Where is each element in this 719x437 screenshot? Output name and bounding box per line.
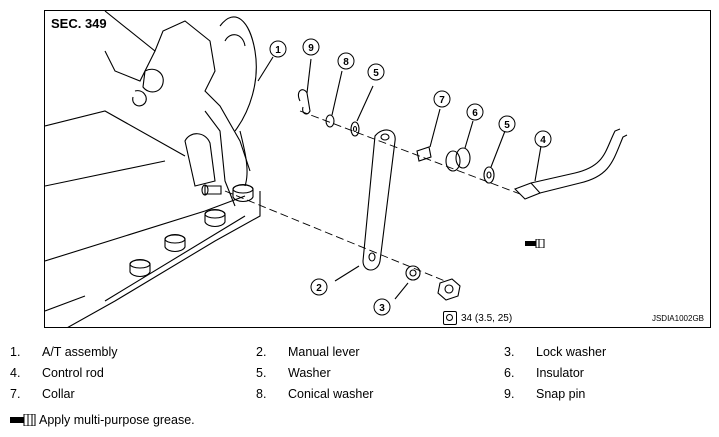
callout-2 xyxy=(310,278,328,296)
callout-leader-1 xyxy=(257,56,274,82)
manual-lever xyxy=(362,129,396,271)
callout-2-label: 2 xyxy=(316,283,322,294)
conical-washer xyxy=(325,114,335,128)
torque-value: 34 (3.5, 25) xyxy=(461,312,513,324)
callout-1-label: 1 xyxy=(275,45,281,56)
callout-6 xyxy=(466,103,484,121)
callout-5-left-label: 5 xyxy=(373,68,379,79)
callout-9 xyxy=(302,38,320,56)
torque-icon xyxy=(443,311,457,325)
diagram-frame: SEC. 349 1 2 3 4 5 5 6 7 8 xyxy=(44,10,711,328)
insulator xyxy=(445,150,461,172)
callout-7 xyxy=(433,90,451,108)
torque-spec: 34 (3.5, 25) xyxy=(443,311,512,325)
grease-icon xyxy=(525,239,545,248)
at-assembly-housing xyxy=(45,11,261,327)
washer-right xyxy=(483,166,495,184)
callout-5-right-label: 5 xyxy=(504,120,510,131)
callout-4-label: 4 xyxy=(540,135,546,146)
lever-nut xyxy=(437,278,461,301)
grease-note: Apply multi-purpose grease. xyxy=(10,413,195,427)
callout-8-label: 8 xyxy=(343,57,349,68)
center-line-lower xyxy=(224,190,446,282)
callout-1 xyxy=(269,40,287,58)
washer-left xyxy=(350,121,360,137)
callout-7-label: 7 xyxy=(439,95,445,106)
callout-9-label: 9 xyxy=(308,43,314,54)
callout-3-label: 3 xyxy=(379,303,385,314)
section-label: SEC. 349 xyxy=(51,16,107,31)
callout-4 xyxy=(534,130,552,148)
grease-icon xyxy=(10,413,36,427)
center-line-upper xyxy=(299,110,521,195)
diagram-code: JSDIA1002GB xyxy=(651,314,704,323)
grease-note-text: Apply multi-purpose grease. xyxy=(39,413,195,427)
callout-8 xyxy=(337,52,355,70)
collar xyxy=(416,146,432,162)
lock-washer xyxy=(405,265,421,281)
callout-6-label: 6 xyxy=(472,108,478,119)
snap-pin xyxy=(297,89,311,115)
callout-3 xyxy=(373,298,391,316)
exploded-view-drawing xyxy=(45,11,628,327)
callout-5-left xyxy=(367,63,385,81)
callout-5-right xyxy=(498,115,516,133)
